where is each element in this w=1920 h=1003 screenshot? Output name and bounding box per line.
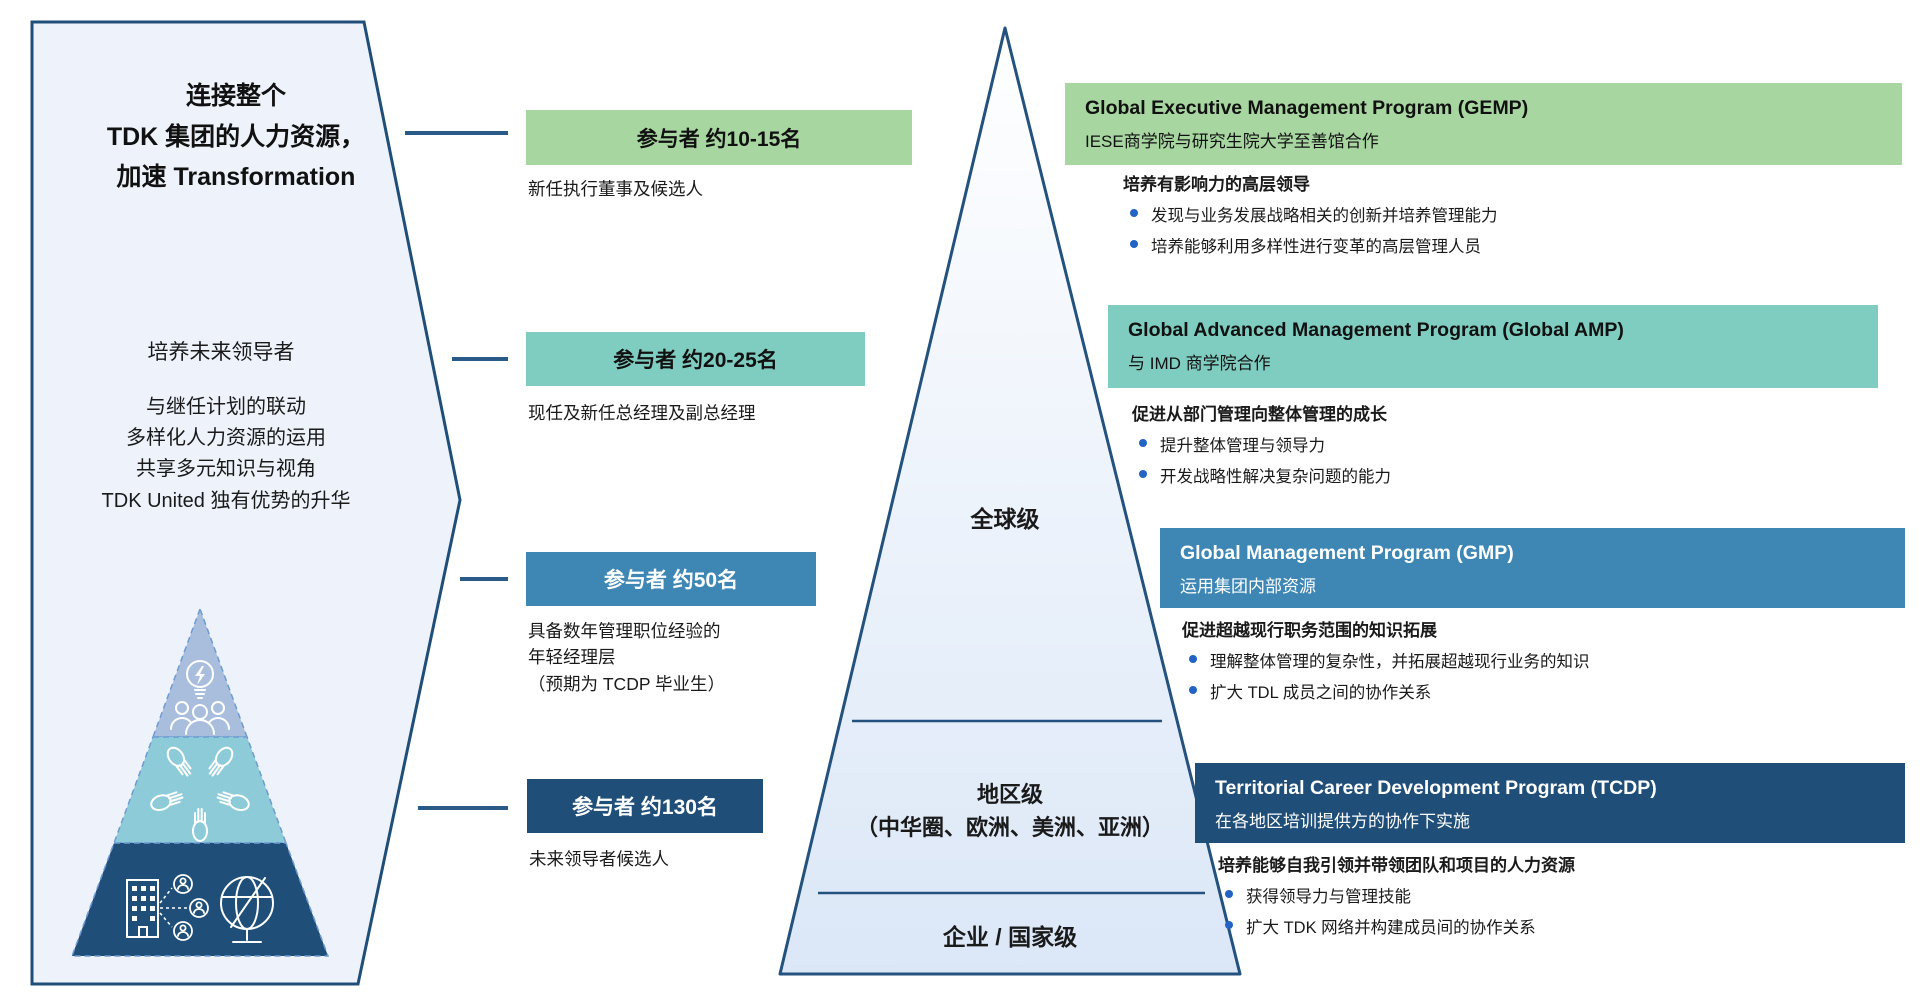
program-gmp-bullets: 理解整体管理的复杂性，并拓展超越现行业务的知识 扩大 TDL 成员之间的协作关系: [1182, 648, 1822, 703]
program-card-tcdp-body: 培养能够自我引领并带领团队和项目的人力资源 获得领导力与管理技能 扩大 TDK …: [1218, 851, 1838, 945]
person-node-icons: [173, 874, 209, 941]
mini-pyramid-middle: [112, 736, 288, 844]
program-gmp-subtitle: 运用集团内部资源: [1180, 577, 1316, 597]
program-gmp-lead: 促进超越现行职务范围的知识拓展: [1182, 621, 1437, 640]
globe-icon: [220, 876, 274, 943]
program-tcdp-lead: 培养能够自我引领并带领团队和项目的人力资源: [1218, 856, 1575, 875]
bullet-item: 提升整体管理与领导力: [1132, 432, 1752, 456]
program-tcdp-bullets: 获得领导力与管理技能 扩大 TDK 网络并构建成员间的协作关系: [1218, 883, 1838, 938]
program-card-gmp-header: Global Management Program (GMP) 运用集团内部资源: [1160, 528, 1905, 608]
program-gmp-title: Global Management Program (GMP): [1180, 542, 1514, 564]
program-amp-bullets: 提升整体管理与领导力 开发战略性解决复杂问题的能力: [1132, 432, 1752, 487]
program-tcdp-subtitle: 在各地区培训提供方的协作下实施: [1215, 812, 1470, 832]
participant-box-2: 参与者 约20-25名: [526, 332, 865, 386]
program-card-amp-header: Global Advanced Management Program (Glob…: [1108, 305, 1878, 388]
network-lines: [159, 887, 188, 928]
building-icon: [126, 879, 159, 938]
pyramid-level-regional-label: 地区级 （中华圈、欧洲、美洲、亚洲）: [855, 782, 1164, 840]
participant-caption-3: 具备数年管理职位经验的 年轻经理层 （预期为 TCDP 毕业生）: [528, 621, 726, 694]
panel-title: 连接整个 TDK 集团的人力资源， 加速 Transformation: [106, 82, 366, 191]
bullet-item: 发现与业务发展战略相关的创新并培养管理能力: [1123, 202, 1763, 226]
program-amp-title: Global Advanced Management Program (Glob…: [1128, 319, 1624, 341]
hands-together-icon: [150, 746, 250, 842]
participant-caption-4: 未来领导者候选人: [529, 849, 669, 869]
main-pyramid: [778, 26, 1242, 976]
participant-caption-2: 现任及新任总经理及副总经理: [528, 403, 756, 423]
program-tcdp-title: Territorial Career Development Program (…: [1215, 777, 1657, 799]
panel-points: 与继任计划的联动 多样化人力资源的运用 共享多元知识与视角 TDK United…: [101, 396, 351, 512]
bullet-item: 获得领导力与管理技能: [1218, 883, 1838, 907]
program-gemp-title: Global Executive Management Program (GEM…: [1085, 97, 1529, 119]
bullet-item: 培养能够利用多样性进行变革的高层管理人员: [1123, 233, 1763, 257]
program-amp-subtitle: 与 IMD 商学院合作: [1128, 354, 1271, 374]
program-amp-lead: 促进从部门管理向整体管理的成长: [1132, 405, 1387, 424]
bullet-item: 开发战略性解决复杂问题的能力: [1132, 463, 1752, 487]
program-gemp-subtitle: IESE商学院与研究生院大学至善馆合作: [1085, 132, 1379, 152]
program-card-tcdp-header: Territorial Career Development Program (…: [1195, 763, 1905, 843]
program-gemp-bullets: 发现与业务发展战略相关的创新并培养管理能力 培养能够利用多样性进行变革的高层管理…: [1123, 202, 1763, 257]
program-card-gemp-header: Global Executive Management Program (GEM…: [1065, 83, 1902, 165]
program-card-amp-body: 促进从部门管理向整体管理的成长 提升整体管理与领导力 开发战略性解决复杂问题的能…: [1132, 400, 1752, 494]
program-card-gmp-body: 促进超越现行职务范围的知识拓展 理解整体管理的复杂性，并拓展超越现行业务的知识 …: [1182, 616, 1822, 710]
lightbulb-icon: [186, 660, 214, 699]
participant-box-1: 参与者 约10-15名: [526, 110, 912, 165]
panel-subtitle: 培养未来领导者: [147, 341, 295, 364]
participant-caption-1: 新任执行董事及候选人: [528, 179, 703, 199]
bullet-item: 扩大 TDL 成员之间的协作关系: [1182, 679, 1822, 703]
program-card-gemp-body: 培养有影响力的高层领导 发现与业务发展战略相关的创新并培养管理能力 培养能够利用…: [1123, 170, 1763, 264]
bullet-item: 扩大 TDK 网络并构建成员间的协作关系: [1218, 914, 1838, 938]
left-panel-shape: [30, 20, 462, 986]
pyramid-level-corporate-label: 企业 / 国家级: [942, 924, 1078, 950]
team-icon: [170, 701, 230, 735]
pyramid-level-global-label: 全球级: [970, 506, 1040, 532]
participant-box-4: 参与者 约130名: [527, 779, 763, 833]
participant-box-3: 参与者 约50名: [526, 552, 816, 606]
program-gemp-lead: 培养有影响力的高层领导: [1123, 175, 1310, 194]
bullet-item: 理解整体管理的复杂性，并拓展超越现行业务的知识: [1182, 648, 1822, 672]
